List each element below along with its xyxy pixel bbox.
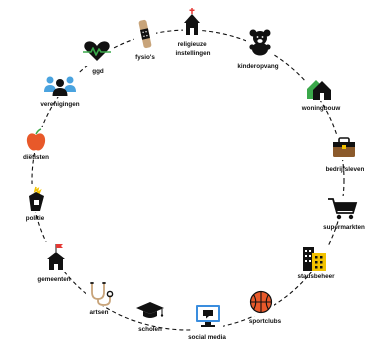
basketball-icon — [249, 290, 273, 314]
bandage-icon — [138, 19, 152, 49]
node-verenigingen[interactable]: verenigingen — [40, 73, 80, 108]
graduation-cap-icon — [136, 302, 164, 318]
briefcase-icon — [333, 137, 355, 157]
church-icon — [184, 8, 200, 35]
node-supermarkten[interactable]: supermarkten — [323, 196, 365, 231]
node-stadsbeheer[interactable]: stadsbeheer — [297, 246, 335, 280]
node-label: verenigingen — [40, 101, 79, 108]
teddy-bear-icon — [249, 29, 271, 56]
node-label: artsen — [90, 309, 109, 316]
node-kinderopvang[interactable]: kinderopvang — [237, 29, 279, 70]
monitor-chat-icon — [196, 305, 220, 327]
node-label: stadsbeheer — [297, 273, 335, 280]
node-label: supermarkten — [323, 224, 365, 231]
node-religieuze-instellingen[interactable]: religieuze instellingen — [176, 8, 211, 57]
node-label: diëtisten — [23, 154, 49, 161]
node-label: fysio's — [135, 54, 155, 61]
town-hall-icon — [47, 244, 65, 270]
node-label: gemeenten — [37, 276, 70, 283]
node-scholen[interactable]: scholen — [134, 300, 166, 333]
node-ggd[interactable]: ggd — [82, 40, 112, 75]
node-label: scholen — [138, 326, 162, 333]
node-label: kinderopvang — [237, 63, 278, 70]
node-label: sportclubs — [249, 318, 282, 325]
houses-icon — [307, 80, 331, 100]
node-politie[interactable]: politie — [24, 184, 50, 222]
node-label: social media — [188, 334, 226, 341]
node-dietisten[interactable]: diëtisten — [23, 127, 49, 161]
node-gemeenten[interactable]: gemeenten — [37, 242, 71, 283]
shopping-cart-icon — [328, 198, 358, 220]
buildings-icon — [303, 247, 326, 271]
node-fysios[interactable]: fysio's — [134, 18, 156, 61]
node-label: woningbouw — [301, 105, 341, 112]
people-icon — [44, 76, 76, 96]
node-label: bedrijfsleven — [326, 166, 365, 173]
heart-pulse-icon — [83, 41, 111, 61]
node-sportclubs[interactable]: sportclubs — [248, 290, 282, 325]
apple-icon — [26, 128, 46, 151]
node-label: politie — [26, 215, 45, 222]
stethoscope-icon — [90, 282, 114, 306]
node-social-media[interactable]: social media — [188, 303, 226, 341]
node-woningbouw[interactable]: woningbouw — [301, 77, 341, 112]
node-artsen[interactable]: artsen — [86, 280, 116, 316]
connection-ring — [31, 29, 345, 331]
police-badge-icon — [29, 186, 44, 211]
node-bedrijfsleven[interactable]: bedrijfsleven — [326, 136, 365, 173]
node-label: ggd — [92, 68, 104, 75]
node-label: religieuze instellingen — [176, 41, 211, 57]
